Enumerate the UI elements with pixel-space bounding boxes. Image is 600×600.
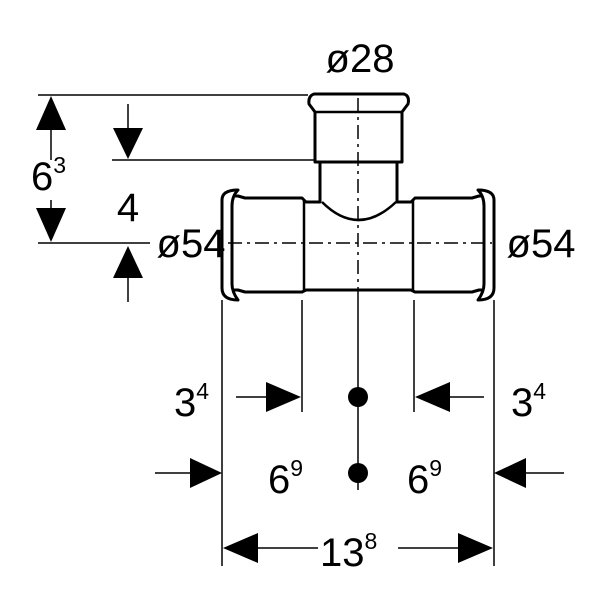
arrow-left-right-socket: [415, 382, 450, 412]
arrow-right-left-half: [190, 458, 222, 488]
half-left-label: 69: [268, 455, 303, 502]
arrow-right-total: [458, 533, 493, 563]
arrow-left-total: [223, 533, 258, 563]
height-inner-label: 4: [117, 186, 139, 230]
total-length-base: 13: [320, 531, 365, 575]
half-left-sup: 9: [290, 455, 303, 481]
socket-right-sup: 4: [533, 378, 546, 404]
arrow-right-left-socket: [266, 382, 301, 412]
arrow-down-height-bottom: [36, 208, 66, 242]
dimension-labels: ø28 ø54 ø54 63 4 34 34 69 69 138: [31, 37, 575, 575]
socket-right-base: 3: [511, 381, 533, 425]
half-right-label: 69: [407, 455, 442, 502]
center-dot-lower: [348, 463, 368, 483]
arrow-down-socket-top: [113, 128, 143, 159]
height-total-label: 63: [31, 152, 66, 199]
socket-right-label: 34: [511, 378, 546, 425]
height-total-sup: 3: [53, 152, 66, 178]
right-socket-lip: [476, 188, 496, 302]
right-run-diameter-label: ø54: [507, 222, 576, 266]
total-length-label: 138: [320, 528, 377, 575]
center-lines: [228, 98, 492, 290]
socket-left-sup: 4: [196, 378, 209, 404]
total-length-sup: 8: [365, 528, 378, 554]
arrow-up-socket-bottom: [113, 246, 143, 278]
half-right-base: 6: [407, 458, 429, 502]
socket-left-label: 34: [174, 378, 209, 425]
arrow-up-height-top: [36, 96, 66, 130]
half-left-base: 6: [268, 458, 290, 502]
dimension-arrows: [36, 96, 526, 563]
height-total-base: 6: [31, 155, 53, 199]
left-socket-lip: [220, 188, 240, 302]
left-run-diameter-label: ø54: [157, 222, 226, 266]
half-right-sup: 9: [429, 455, 442, 481]
center-dot-upper: [348, 387, 368, 407]
branch-diameter-label: ø28: [326, 37, 395, 81]
extension-lines: [38, 94, 495, 566]
socket-left-base: 3: [174, 381, 196, 425]
dimension-lines: [50, 104, 564, 549]
arrow-left-right-half: [494, 458, 526, 488]
